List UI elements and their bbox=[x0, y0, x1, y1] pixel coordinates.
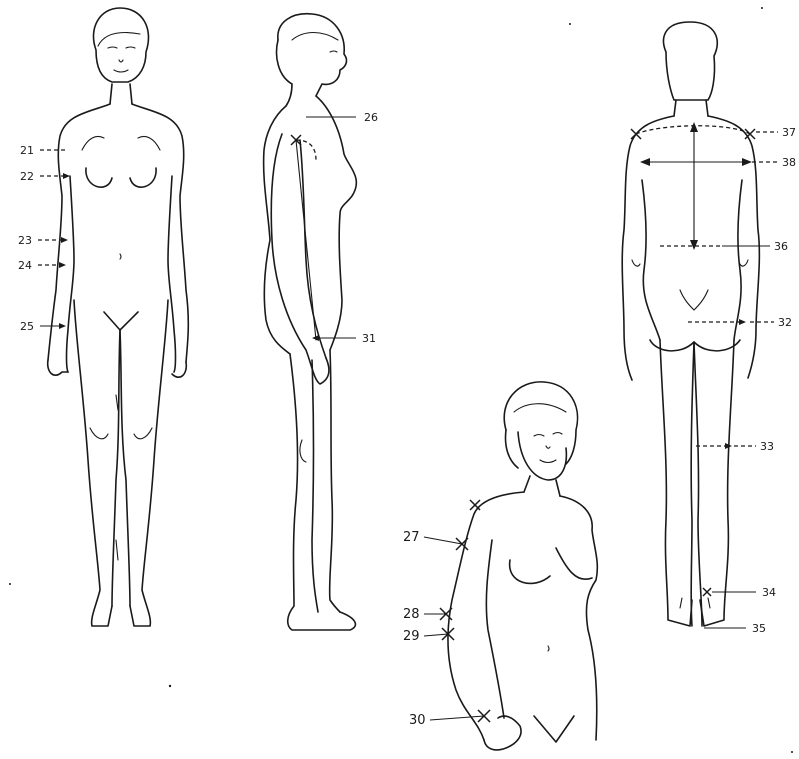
arrow-24 bbox=[59, 262, 66, 268]
label-31: 31 bbox=[362, 332, 376, 345]
arrow-23 bbox=[61, 237, 68, 243]
label-24: 24 bbox=[18, 259, 32, 272]
label-37: 37 bbox=[782, 126, 796, 139]
arrow-38-left bbox=[640, 158, 650, 166]
arrow-32 bbox=[739, 319, 746, 325]
leader-line-29 bbox=[424, 634, 448, 636]
arrow-36-bottom bbox=[690, 240, 698, 250]
arm-length-line bbox=[296, 140, 316, 340]
label-28: 28 bbox=[403, 607, 420, 622]
label-22: 22 bbox=[20, 170, 34, 183]
side-view-figure bbox=[264, 14, 357, 630]
front-view-figure bbox=[48, 8, 189, 626]
back-view-measurements bbox=[631, 122, 778, 628]
arrow-38-right bbox=[742, 158, 752, 166]
label-26: 26 bbox=[364, 111, 378, 124]
back-view-figure bbox=[622, 22, 759, 626]
label-30: 30 bbox=[409, 713, 426, 728]
label-33: 33 bbox=[760, 440, 774, 453]
label-32: 32 bbox=[778, 316, 792, 329]
arrow-36-top bbox=[690, 122, 698, 132]
arrow-25 bbox=[59, 323, 66, 329]
label-21: 21 bbox=[20, 144, 34, 157]
label-35: 35 bbox=[752, 622, 766, 635]
label-36: 36 bbox=[774, 240, 788, 253]
label-27: 27 bbox=[403, 530, 420, 545]
label-23: 23 bbox=[18, 234, 32, 247]
label-29: 29 bbox=[403, 629, 420, 644]
leader-line-30 bbox=[430, 716, 484, 720]
three-quarter-view-measurements bbox=[424, 500, 490, 722]
label-38: 38 bbox=[782, 156, 796, 169]
label-25: 25 bbox=[20, 320, 34, 333]
scan-specks bbox=[9, 7, 793, 753]
three-quarter-view-figure bbox=[448, 382, 597, 750]
label-34: 34 bbox=[762, 586, 776, 599]
arrow-22 bbox=[63, 173, 70, 179]
